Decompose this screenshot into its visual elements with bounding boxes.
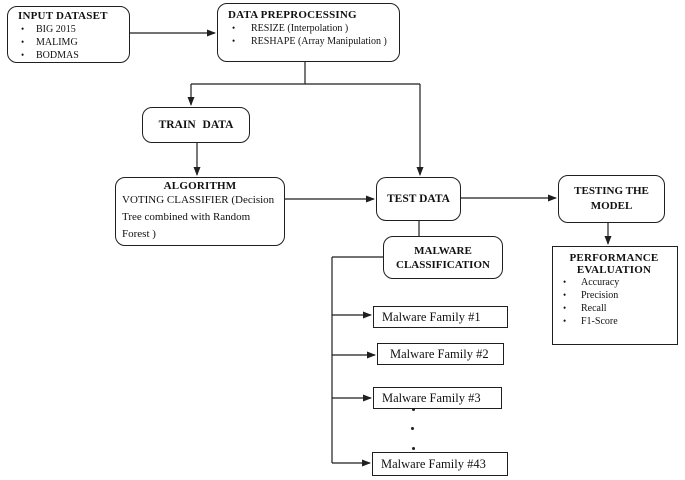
list-item-label: Accuracy (581, 277, 620, 288)
bullet-icon: • (21, 24, 25, 34)
node-malware-family-3: Malware Family #3 (373, 387, 502, 409)
node-title: Malware Family #43 (381, 456, 486, 471)
node-title: INPUT DATASET (18, 10, 108, 22)
ellipsis-dot (411, 427, 414, 430)
list-item: • BODMAS (18, 49, 127, 62)
node-algorithm: ALGORITHM VOTING CLASSIFIER (Decision Tr… (115, 177, 285, 246)
list-item-label: MALIMG (36, 37, 78, 48)
list-item: • RESIZE (Interpolation ) (228, 22, 397, 35)
node-performance-evaluation: PERFORMANCE EVALUATION • Accuracy • Prec… (552, 246, 678, 345)
node-title: MALWARE CLASSIFICATION (396, 244, 490, 271)
node-title: TRAIN DATA (158, 119, 234, 131)
node-title: TEST DATA (387, 193, 450, 205)
node-title: Malware Family #1 (382, 309, 481, 324)
node-data-preprocessing: DATA PREPROCESSING • RESIZE (Interpolati… (217, 3, 400, 62)
list-item-label: RESHAPE (Array Manipulation ) (251, 36, 387, 47)
bullet-icon: • (232, 36, 236, 46)
node-testing-the-model: TESTING THE MODEL (558, 175, 665, 223)
list-item: • Accuracy (553, 276, 675, 289)
list-item: • BIG 2015 (18, 23, 127, 36)
list-item: • MALIMG (18, 36, 127, 49)
bullet-icon: • (563, 290, 567, 300)
node-malware-family-1: Malware Family #1 (373, 306, 508, 328)
node-malware-family-43: Malware Family #43 (372, 452, 508, 476)
list-item: • Recall (553, 302, 675, 315)
node-title: TESTING THE MODEL (574, 185, 649, 212)
list-item-label: Recall (581, 303, 607, 314)
node-body-text: VOTING CLASSIFIER (Decision Tree combine… (122, 194, 275, 240)
node-malware-family-2: Malware Family #2 (377, 343, 504, 365)
node-title: Malware Family #2 (390, 346, 489, 361)
bullet-icon: • (21, 37, 25, 47)
bullet-icon: • (563, 277, 567, 287)
node-input-dataset: INPUT DATASET • BIG 2015 • MALIMG • BODM… (7, 6, 130, 63)
node-title: ALGORITHM (163, 180, 237, 192)
node-malware-classification: MALWARE CLASSIFICATION (383, 236, 503, 279)
bullet-icon: • (232, 23, 236, 33)
list-item: • F1-Score (553, 315, 675, 328)
list-item-label: F1-Score (581, 316, 618, 327)
list-item-label: RESIZE (Interpolation ) (251, 23, 349, 34)
list-item-label: BIG 2015 (36, 24, 76, 35)
node-title: Malware Family #3 (382, 390, 481, 405)
ellipsis-dot (412, 408, 415, 411)
bullet-icon: • (563, 303, 567, 313)
node-test-data: TEST DATA (376, 177, 461, 221)
list-item: • RESHAPE (Array Manipulation ) (228, 35, 397, 48)
list-item-label: BODMAS (36, 50, 79, 61)
ellipsis-dot (412, 447, 415, 450)
node-train-data: TRAIN DATA (142, 107, 250, 143)
node-title: PERFORMANCE EVALUATION (569, 252, 659, 276)
node-title: DATA PREPROCESSING (228, 9, 357, 21)
bullet-icon: • (21, 50, 25, 60)
list-item: • Precision (553, 289, 675, 302)
list-item-label: Precision (581, 290, 619, 301)
bullet-icon: • (563, 316, 567, 326)
